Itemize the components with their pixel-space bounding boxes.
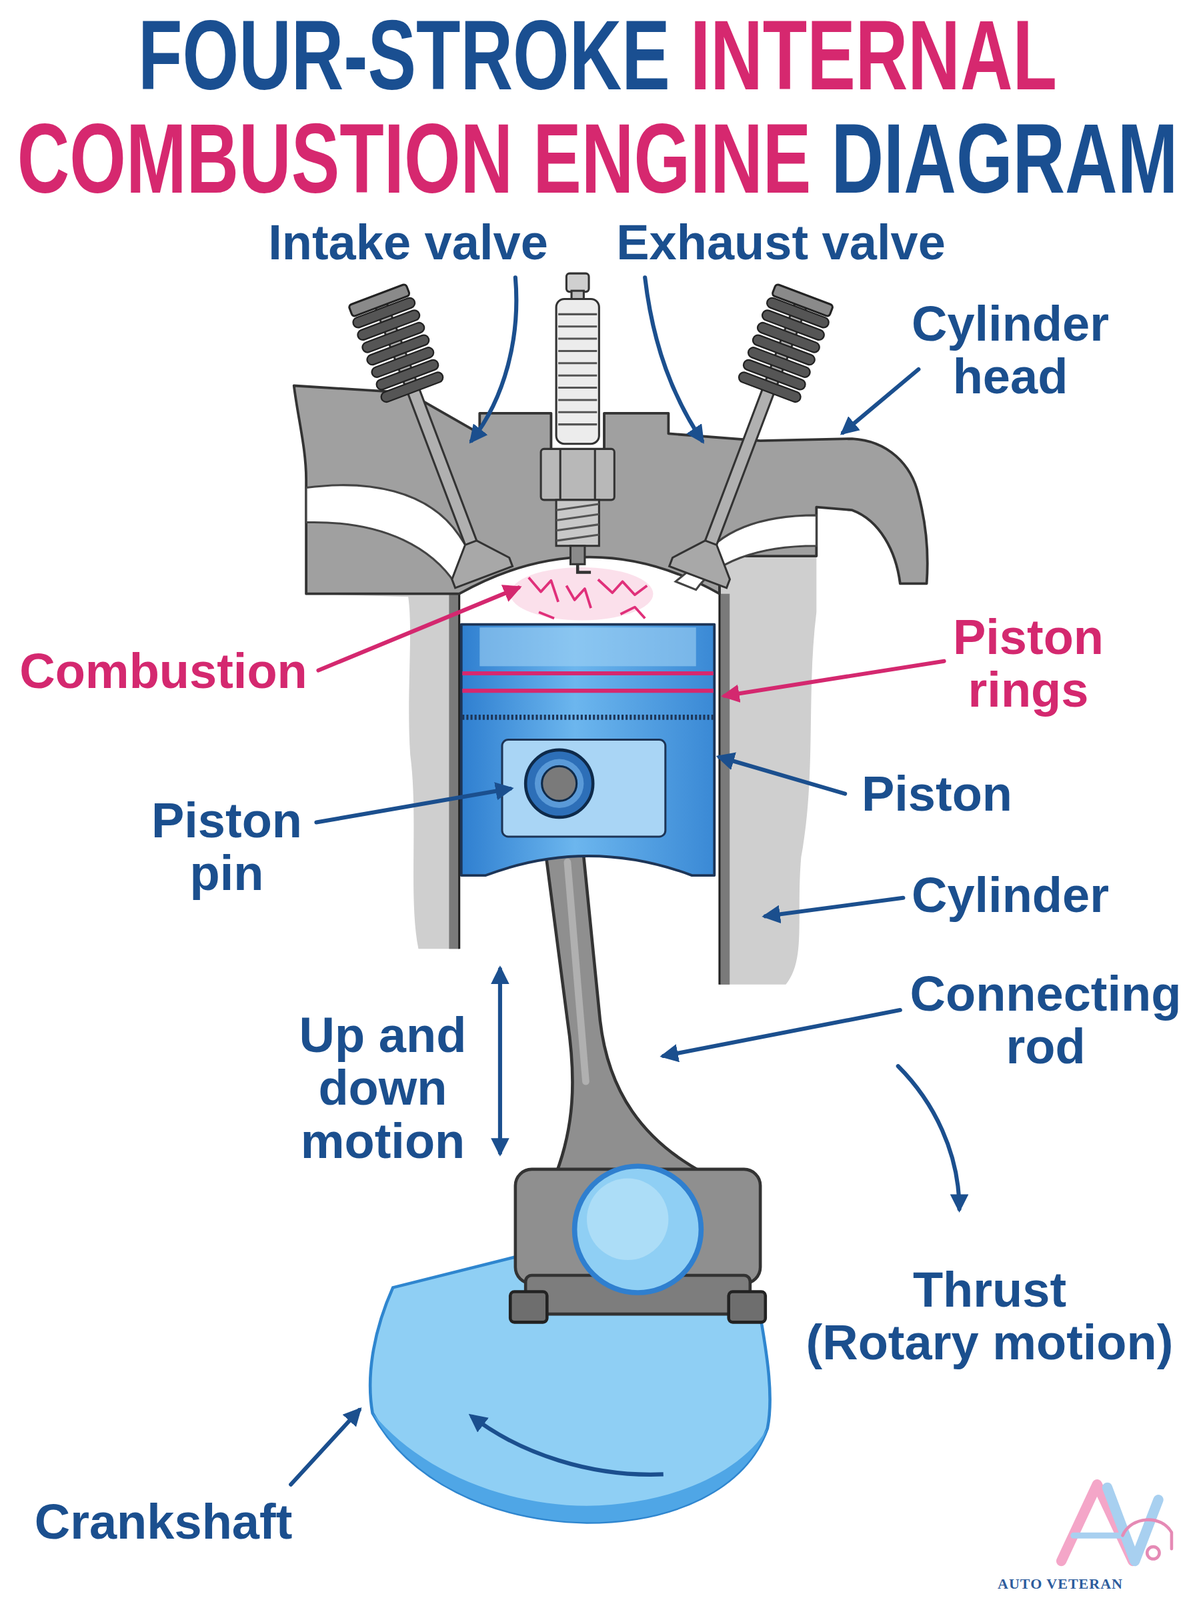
spark-plug bbox=[540, 448, 615, 501]
spark-plug bbox=[556, 504, 599, 541]
cylinder-head bbox=[294, 385, 928, 594]
spark-plug bbox=[570, 546, 585, 565]
title: FOUR-STROKE INTERNAL COMBUSTION ENGINE D… bbox=[0, 3, 1195, 211]
part-label: Cylinder bbox=[911, 868, 1109, 922]
part-label: Piston bbox=[861, 767, 1013, 821]
cylinder-block bbox=[719, 594, 730, 985]
leader-arrows bbox=[644, 277, 703, 441]
combustion-flash bbox=[510, 567, 653, 621]
watermark-logo bbox=[1061, 1485, 1172, 1562]
spark-plug bbox=[556, 500, 599, 547]
leader-arrows bbox=[498, 969, 503, 1153]
piston bbox=[479, 627, 696, 667]
cylinder-block bbox=[448, 594, 459, 950]
cylinder-block bbox=[306, 594, 460, 950]
leader-arrows bbox=[842, 369, 919, 433]
connecting-rod bbox=[510, 816, 766, 1323]
part-label: Piston rings bbox=[941, 610, 1115, 717]
combustion-flash bbox=[528, 577, 559, 603]
crankshaft bbox=[370, 1257, 770, 1523]
leader-arrows bbox=[290, 277, 959, 1485]
leader-arrows bbox=[724, 661, 945, 697]
part-label: Crankshaft bbox=[34, 1495, 293, 1549]
leader-arrows bbox=[719, 757, 845, 795]
piston bbox=[462, 714, 713, 721]
part-label: Connecting rod bbox=[898, 967, 1193, 1073]
part-label: Intake valve bbox=[268, 216, 549, 269]
crankshaft bbox=[372, 1413, 768, 1524]
spark-plug bbox=[566, 273, 589, 293]
piston bbox=[525, 750, 593, 818]
piston bbox=[461, 624, 715, 876]
combustion-flash bbox=[566, 585, 591, 609]
exhaust-valve bbox=[737, 370, 803, 404]
cylinder-block bbox=[458, 594, 461, 950]
part-label: Exhaust valve bbox=[616, 216, 946, 269]
process-label: Combustion bbox=[19, 644, 308, 698]
combustion-flash bbox=[598, 579, 647, 595]
combustion-flash bbox=[538, 612, 555, 619]
intake-valve bbox=[346, 283, 515, 589]
cylinder-head bbox=[294, 385, 928, 594]
leader-arrows bbox=[471, 277, 517, 441]
combustion-flash bbox=[510, 567, 653, 621]
leader-arrows bbox=[765, 898, 904, 917]
combustion-flash bbox=[620, 607, 645, 619]
watermark-logo bbox=[1146, 1547, 1159, 1560]
leader-arrows bbox=[318, 588, 519, 671]
spark-plug bbox=[558, 314, 597, 425]
connecting-rod bbox=[574, 1166, 702, 1294]
spark-plug bbox=[540, 273, 615, 573]
exhaust-valve bbox=[669, 532, 740, 589]
piston bbox=[461, 624, 715, 876]
intake-valve bbox=[442, 532, 513, 589]
exhaust-valve bbox=[667, 283, 836, 589]
cylinder-block bbox=[718, 556, 721, 985]
piston bbox=[534, 759, 584, 809]
piston bbox=[502, 740, 666, 837]
piston bbox=[462, 688, 713, 693]
spark-plug bbox=[556, 298, 599, 444]
motion-label: Up and down motion bbox=[289, 1008, 477, 1168]
leader-arrows bbox=[290, 1410, 360, 1486]
connecting-rod bbox=[586, 1178, 669, 1261]
connecting-rod bbox=[510, 1291, 547, 1323]
watermark-logo bbox=[1073, 1533, 1121, 1540]
motion-label: Thrust (Rotary motion) bbox=[800, 1263, 1179, 1370]
part-label: Piston pin bbox=[140, 794, 314, 900]
piston bbox=[462, 671, 713, 676]
leader-arrows bbox=[898, 1066, 960, 1210]
watermark: AUTO VETERAN bbox=[997, 1576, 1123, 1593]
spark-plug bbox=[577, 564, 591, 573]
crankshaft bbox=[370, 1257, 770, 1523]
piston bbox=[542, 766, 577, 801]
watermark-logo bbox=[1122, 1520, 1171, 1550]
crankshaft bbox=[471, 1416, 664, 1476]
connecting-rod bbox=[567, 862, 587, 1082]
intake-valve bbox=[379, 370, 445, 404]
connecting-rod bbox=[728, 1291, 766, 1323]
leader-arrows bbox=[316, 788, 511, 823]
spark-plug bbox=[560, 448, 595, 501]
leader-arrows bbox=[663, 1010, 901, 1057]
part-label: Cylinder head bbox=[900, 297, 1121, 403]
